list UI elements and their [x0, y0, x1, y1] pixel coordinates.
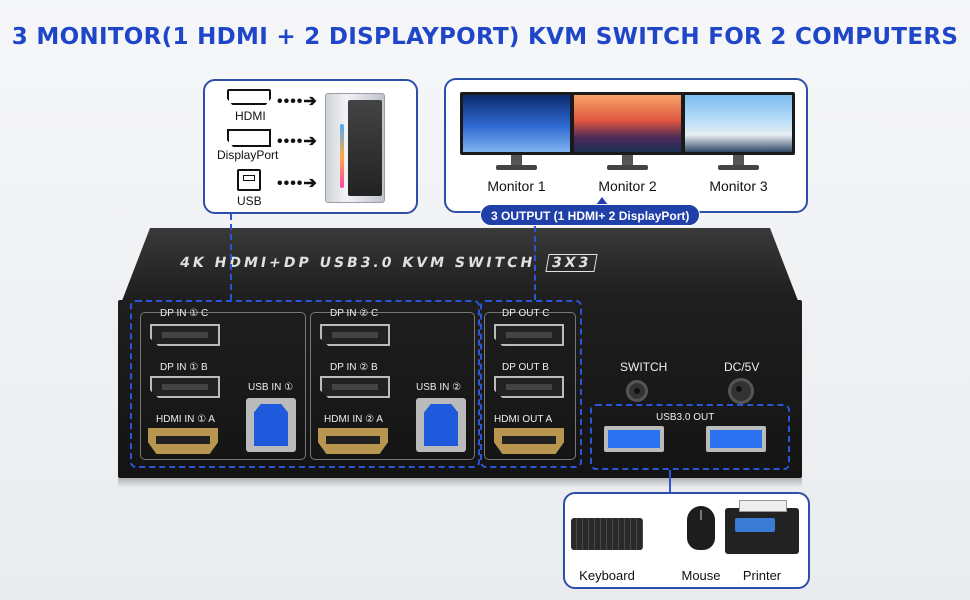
- output-label: 3 OUTPUT (1 HDMI+ 2 DisplayPort): [480, 204, 701, 226]
- displayport-label: DisplayPort: [217, 148, 279, 162]
- dp-out-c-label: DP OUT C: [502, 308, 550, 319]
- keyboard-label: Keyboard: [579, 568, 635, 583]
- hdmi-label: HDMI: [235, 109, 266, 123]
- hdmi-arrow: ••••➔: [277, 93, 318, 110]
- hdmi-in-2-a-port[interactable]: [318, 428, 388, 454]
- dp-in-1-c-port[interactable]: [150, 324, 220, 346]
- output-arrow-icon: [596, 197, 608, 205]
- keyboard-icon: [571, 518, 643, 550]
- input-2-group: [310, 312, 475, 460]
- computer-card: HDMI ••••➔ DisplayPort ••••➔ USB ••••➔: [203, 79, 418, 214]
- mouse-label: Mouse: [681, 568, 721, 583]
- switch-port[interactable]: [626, 380, 648, 402]
- input-1-group: [140, 312, 306, 460]
- dp-in-2-b-port[interactable]: [320, 376, 390, 398]
- computer-tower-icon: [325, 93, 385, 203]
- monitor-1-icon: [460, 92, 573, 182]
- displayport-arrow: ••••➔: [277, 133, 318, 150]
- power-label: DC/5V: [724, 360, 760, 374]
- dp-in-1-c-label: DP IN ① C: [160, 308, 209, 319]
- dp-out-c-port[interactable]: [494, 324, 564, 346]
- hdmi-out-a-label: HDMI OUT A: [494, 414, 553, 425]
- usb-in-2-label: USB IN ②: [416, 382, 462, 393]
- dp-in-2-b-label: DP IN ② B: [330, 362, 378, 373]
- dp-in-1-b-label: DP IN ① B: [160, 362, 208, 373]
- usb-label: USB: [237, 194, 262, 208]
- hdmi-icon: [227, 89, 271, 105]
- dp-out-b-label: DP OUT B: [502, 362, 549, 373]
- hdmi-in-1-a-label: HDMI IN ① A: [156, 414, 215, 425]
- usb-out-highlight-box: [590, 404, 790, 470]
- usb-in-1-port[interactable]: [246, 398, 296, 452]
- usb-in-1-label: USB IN ①: [248, 382, 294, 393]
- printer-label: Printer: [742, 568, 782, 583]
- input-highlight-box: [130, 300, 480, 468]
- dp-out-b-port[interactable]: [494, 376, 564, 398]
- monitor-2-icon: [571, 92, 684, 182]
- displayport-icon: [227, 129, 271, 147]
- pc-connector-line: [230, 214, 232, 300]
- output-group: [484, 312, 576, 460]
- usb-in-2-port[interactable]: [416, 398, 466, 452]
- usb-out-label: USB3.0 OUT: [656, 412, 715, 423]
- usb-out-1-port[interactable]: [604, 426, 664, 452]
- monitors-card: Monitor 1 Monitor 2 Monitor 3: [444, 78, 808, 213]
- dp-in-2-c-port[interactable]: [320, 324, 390, 346]
- peripheral-connector-line: [669, 470, 671, 492]
- page-title: 3 MONITOR(1 HDMI + 2 DISPLAYPORT) KVM SW…: [11, 24, 959, 50]
- peripherals-card: Keyboard Mouse Printer: [563, 492, 810, 589]
- device-model-label: 4K HDMI+DP USB3.0 KVM SWITCH: [178, 255, 537, 271]
- power-port[interactable]: [728, 378, 754, 404]
- hdmi-out-a-port[interactable]: [494, 428, 564, 454]
- kvm-device-top: [120, 228, 800, 306]
- dp-in-1-b-port[interactable]: [150, 376, 220, 398]
- usb-arrow: ••••➔: [277, 175, 318, 192]
- monitor-3-icon: [682, 92, 795, 182]
- mouse-icon: [687, 506, 715, 550]
- device-badge: 3X3: [545, 254, 598, 272]
- monitor-connector-line: [534, 226, 536, 300]
- output-highlight-box: [480, 300, 582, 468]
- hdmi-in-1-a-port[interactable]: [148, 428, 218, 454]
- monitor-1-label: Monitor 1: [487, 178, 546, 194]
- printer-icon: [725, 500, 799, 554]
- hdmi-in-2-a-label: HDMI IN ② A: [324, 414, 383, 425]
- usb-out-2-port[interactable]: [706, 426, 766, 452]
- monitor-2-label: Monitor 2: [598, 178, 657, 194]
- dp-in-2-c-label: DP IN ② C: [330, 308, 379, 319]
- usb-icon: [237, 169, 261, 191]
- switch-label: SWITCH: [620, 360, 668, 374]
- monitor-3-label: Monitor 3: [709, 178, 768, 194]
